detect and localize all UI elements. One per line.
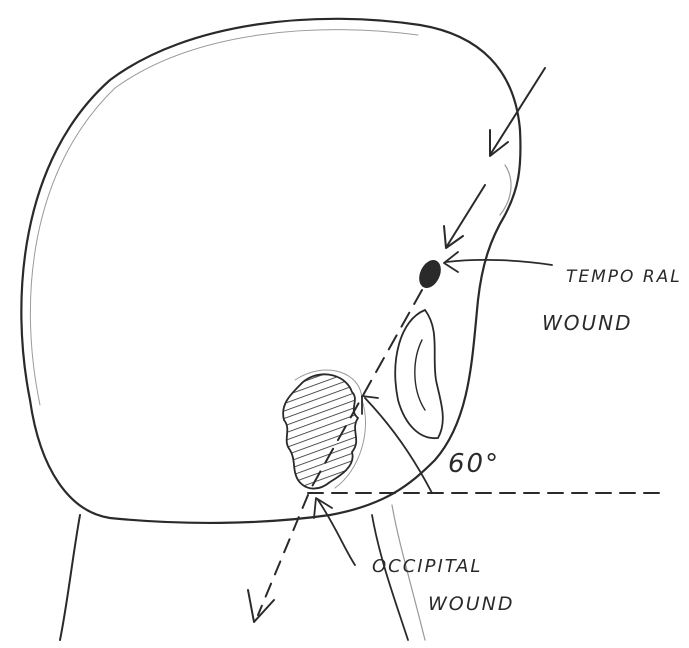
neck-line-right: [372, 515, 408, 640]
temporal-pointer-line: [446, 260, 552, 265]
occipital-wound-mark: [283, 374, 358, 488]
ear-inner: [415, 340, 425, 410]
incoming-trajectory-line: [490, 68, 545, 155]
angle-label: 60°: [448, 449, 500, 479]
ear-outline: [395, 310, 443, 438]
exit-trajectory-dashed: [258, 495, 308, 615]
angle-leader-line: [365, 398, 432, 493]
head-outline-sketch: [30, 30, 418, 405]
neck-line-left: [60, 515, 80, 640]
temporal-label-line2: WOUND: [542, 311, 633, 335]
occipital-label-line2: WOUND: [428, 593, 515, 615]
occipital-label-line1: OCCIPITAL: [372, 556, 482, 577]
head-outline: [21, 19, 520, 523]
temporal-label-line1: TEMPO RAL: [566, 267, 682, 287]
trajectory-line-upper: [447, 185, 485, 246]
temporal-wound-mark: [416, 258, 444, 291]
